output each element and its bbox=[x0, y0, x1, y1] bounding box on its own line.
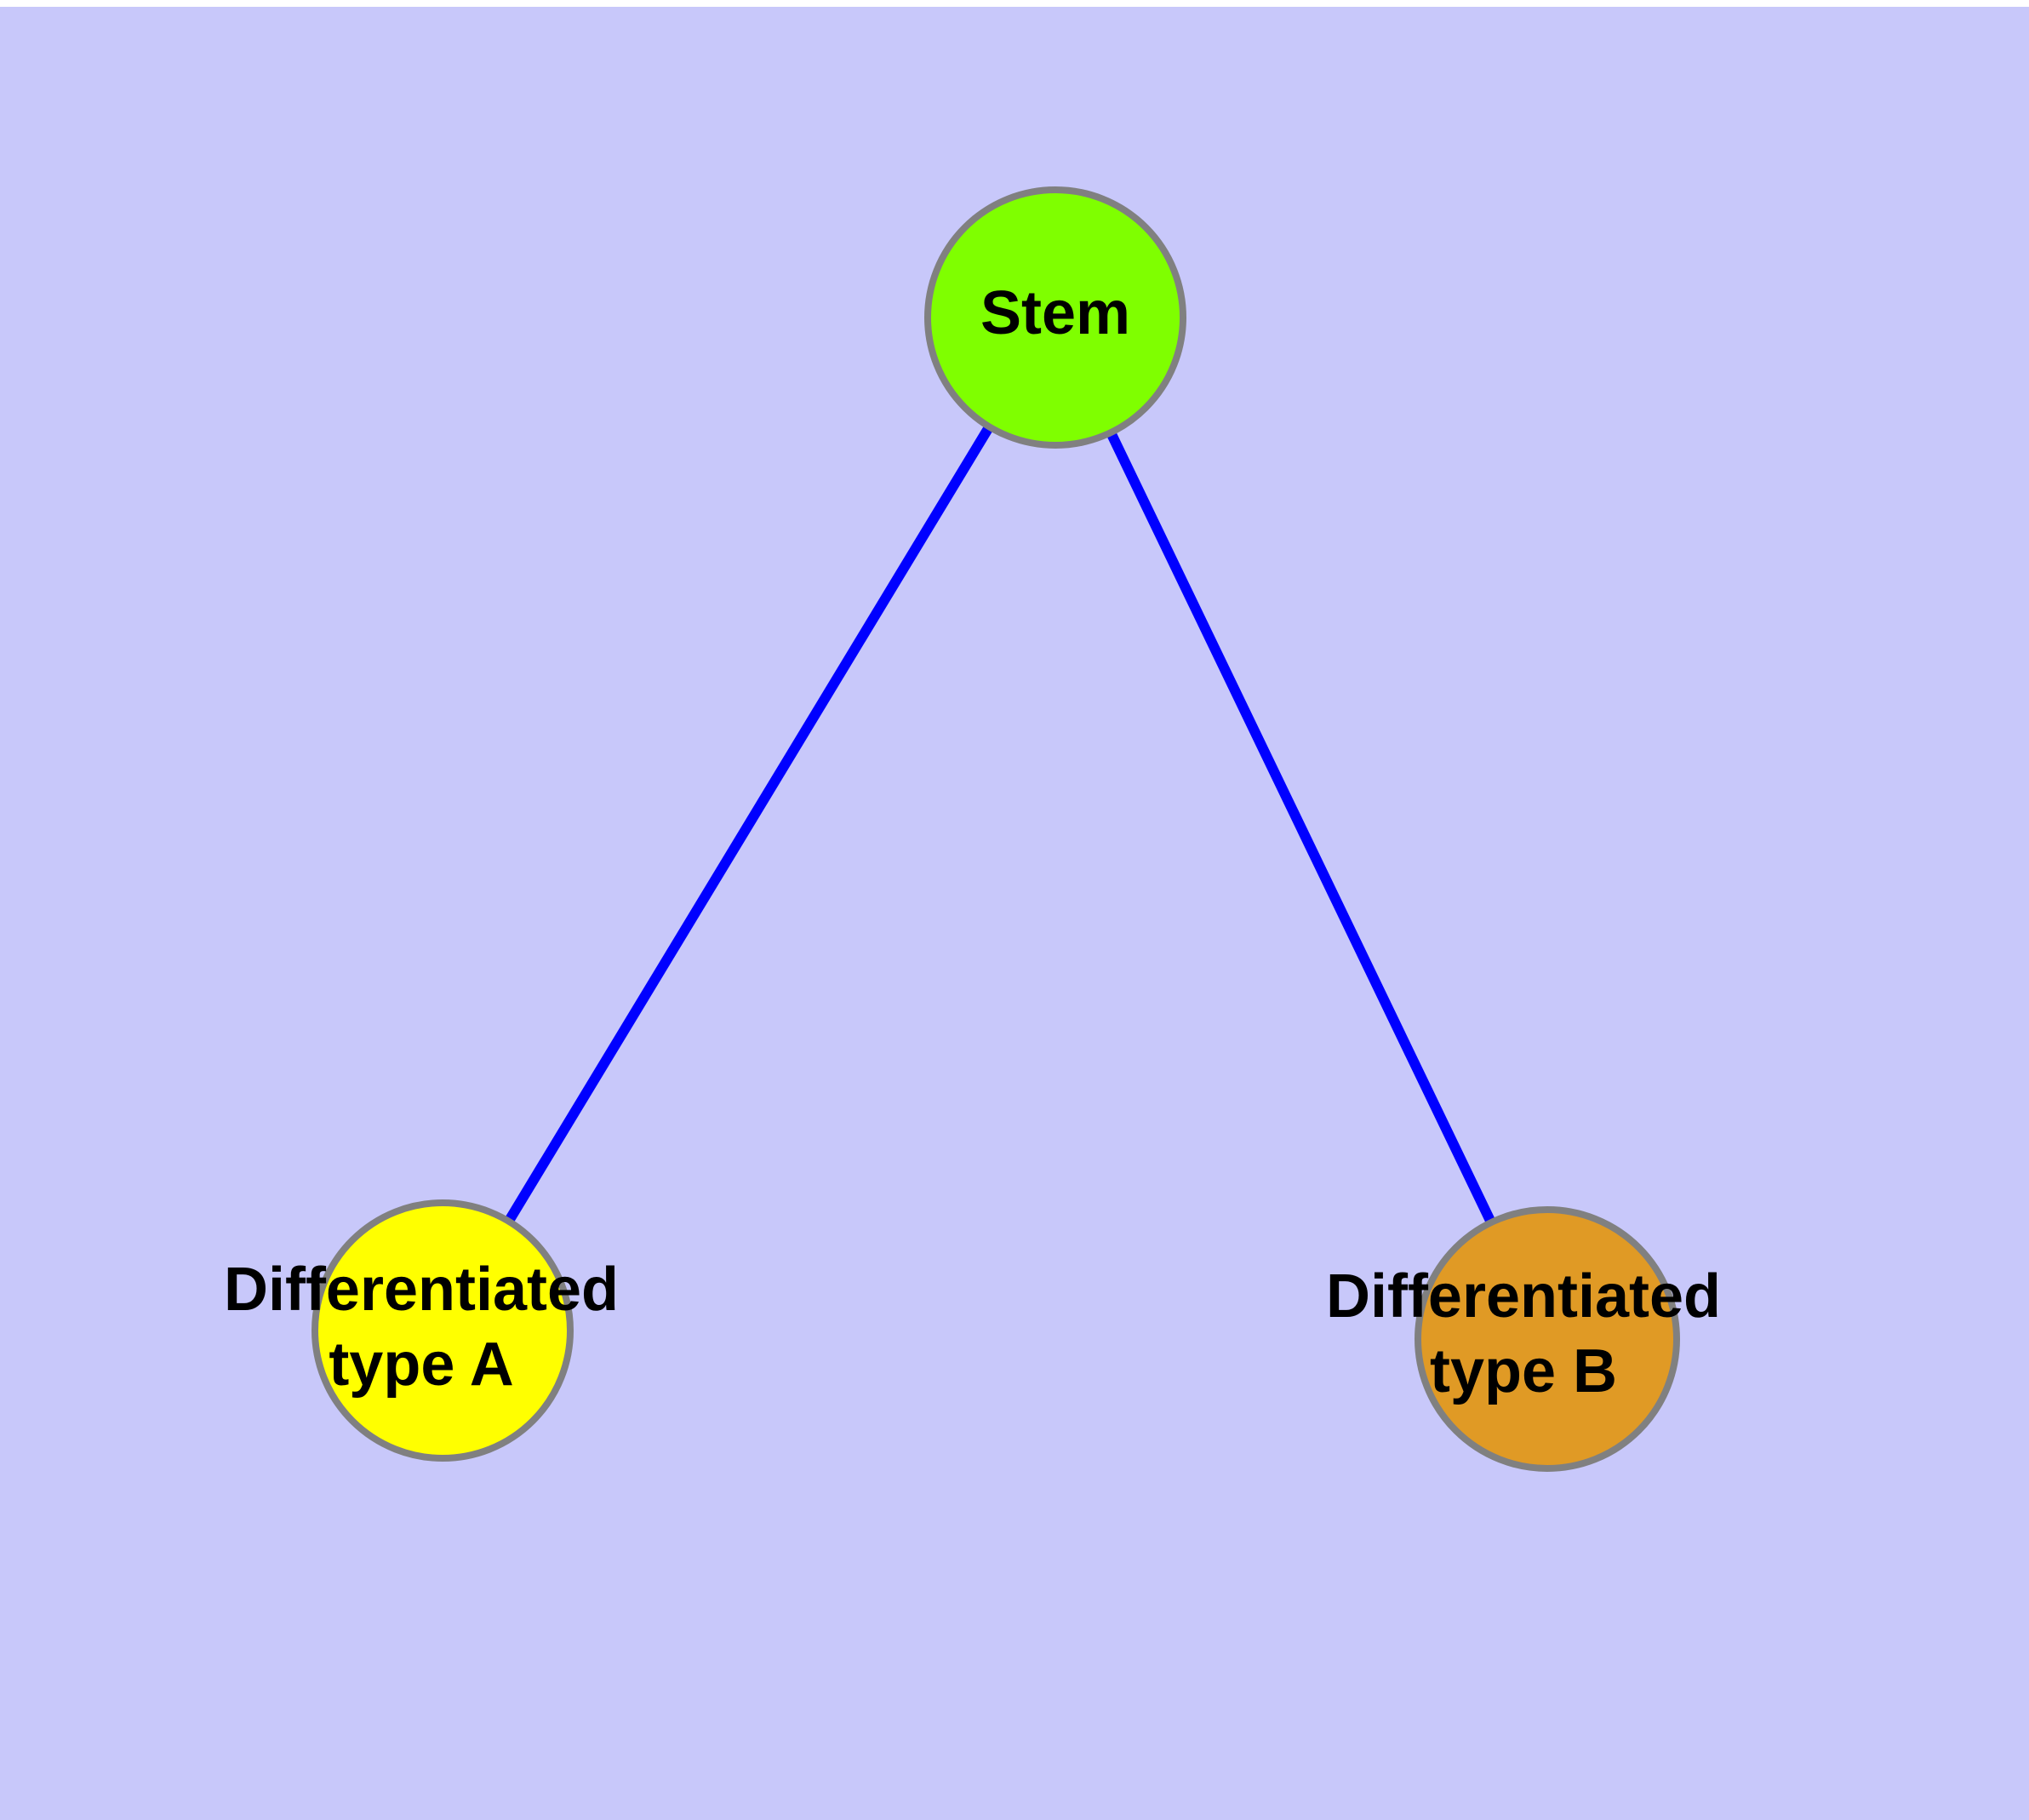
node-circle-diff_a[interactable] bbox=[311, 1199, 574, 1462]
node-label-diff_a: Differentiated type A bbox=[224, 1256, 619, 1399]
node-label-line: Stem bbox=[980, 279, 1130, 347]
edge-stem-to-diff-b[interactable] bbox=[1050, 315, 1552, 1342]
node-label-line: type A bbox=[329, 1331, 513, 1399]
node-label-line: Differentiated bbox=[224, 1256, 619, 1324]
node-circle-diff_b[interactable] bbox=[1415, 1206, 1680, 1472]
node-diff_a[interactable]: Differentiated type A bbox=[224, 1199, 619, 1462]
node-stem[interactable]: Stem bbox=[924, 186, 1186, 449]
node-label-line: Differentiated bbox=[1326, 1262, 1721, 1331]
edges-layer bbox=[437, 314, 1552, 1342]
node-label-stem: Stem bbox=[980, 279, 1130, 347]
node-circle-stem[interactable] bbox=[924, 186, 1186, 449]
node-label-line: type B bbox=[1430, 1337, 1617, 1405]
edge-stem-to-diff-a[interactable] bbox=[437, 314, 1060, 1334]
